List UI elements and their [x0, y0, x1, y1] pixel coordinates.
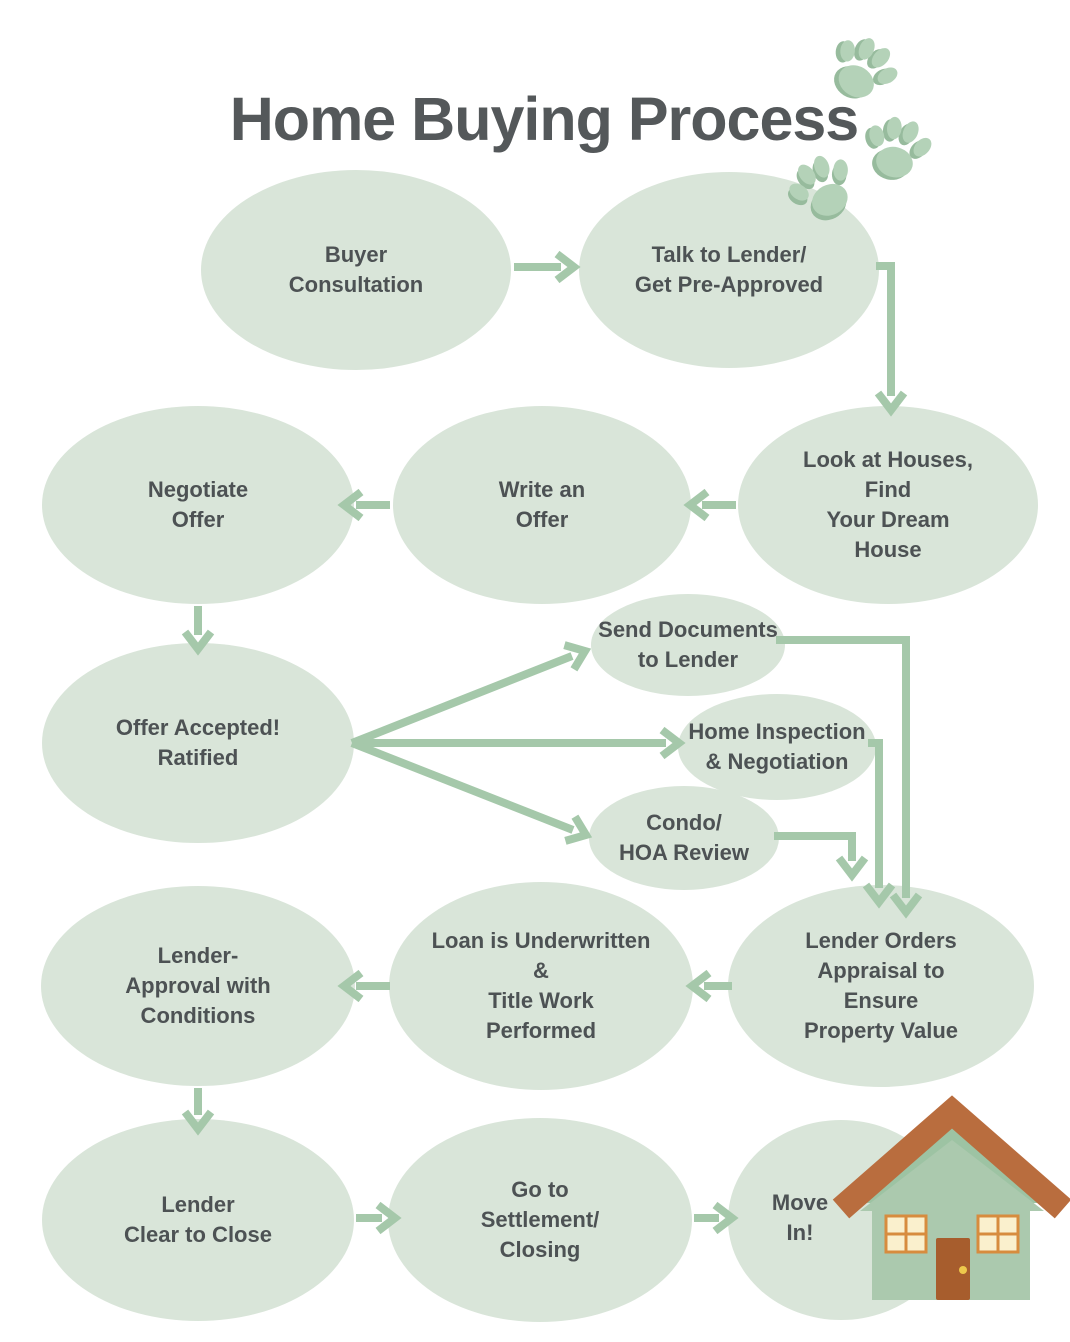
arrow-settlement-to-move-in — [694, 1205, 732, 1231]
arrow-buyer-to-lender — [514, 254, 574, 280]
connectors — [185, 254, 919, 1231]
arrow-write-to-negotiate — [344, 492, 390, 518]
arrow-underwritten-to-approval — [344, 973, 390, 999]
arrow-home-inspection-to-appraisal — [866, 739, 892, 902]
arrow-lender-to-houses — [876, 262, 904, 410]
node-label-negotiate-offer: Negotiate Offer — [147, 477, 249, 532]
house-doorknob — [959, 1266, 967, 1274]
node-label-lender-approval: Lender- Approval with Conditions — [125, 943, 271, 1028]
arrow-accepted-to-home-inspection — [352, 730, 679, 756]
arrow-send-documents-to-appraisal — [776, 636, 919, 912]
node-ellipse-send-documents — [591, 594, 785, 696]
house-gable — [860, 1140, 1044, 1211]
node-ellipse-negotiate-offer — [42, 406, 354, 604]
node-ellipse-lender-orders-appraisal — [728, 885, 1034, 1087]
node-label-send-documents: Send Documents to Lender — [598, 617, 778, 672]
page-title: Home Buying Process — [229, 85, 859, 153]
node-label-go-to-settlement: Go to Settlement/ Closing — [480, 1177, 600, 1262]
arrow-negotiate-to-accepted — [185, 606, 211, 649]
node-label-home-inspection: Home Inspection & Negotiation — [688, 719, 866, 774]
node-ellipse-buyer-consultation — [201, 170, 511, 370]
arrow-clear-to-settlement — [356, 1205, 395, 1231]
node-label-talk-to-lender: Talk to Lender/ Get Pre-Approved — [634, 242, 824, 297]
node-label-buyer-consultation: Buyer Consultation — [288, 242, 424, 297]
node-label-lender-clear-to-close: Lender Clear to Close — [124, 1192, 272, 1247]
house-icon — [832, 1095, 1070, 1300]
house-window-left — [884, 1214, 928, 1254]
node-label-condo-hoa-review: Condo/ HOA Review — [618, 810, 750, 865]
arrow-condo-review-to-appraisal — [774, 832, 865, 875]
node-ellipse-go-to-settlement — [388, 1118, 692, 1322]
node-ellipse-talk-to-lender — [579, 172, 879, 368]
node-ellipses — [41, 170, 1038, 1322]
arrow-appraisal-to-underwritten — [692, 973, 732, 999]
arrow-approval-to-clear-to-close — [185, 1088, 211, 1129]
node-label-loan-underwritten: Loan is Underwritten & Title Work Perfor… — [431, 928, 651, 1043]
node-ellipse-offer-accepted — [42, 643, 354, 843]
node-ellipse-condo-hoa-review — [589, 786, 779, 890]
house-roof — [832, 1095, 1070, 1219]
node-ellipse-lender-clear-to-close — [42, 1119, 354, 1321]
node-label-move-in: Move In! — [771, 1190, 829, 1245]
node-label-look-at-houses: Look at Houses, Find Your Dream House — [803, 447, 973, 562]
node-label-offer-accepted: Offer Accepted! Ratified — [115, 715, 281, 770]
node-label-lender-orders-appraisal: Lender Orders Appraisal to Ensure Proper… — [803, 928, 959, 1043]
arrow-houses-to-write-offer — [690, 492, 736, 518]
node-ellipse-look-at-houses — [738, 406, 1038, 604]
node-ellipse-loan-underwritten — [389, 882, 693, 1090]
arrow-accepted-to-send-documents — [350, 639, 590, 747]
arrow-accepted-to-condo-review — [350, 739, 591, 847]
node-ellipse-lender-approval — [41, 886, 355, 1086]
house-window-right — [976, 1214, 1020, 1254]
node-ellipse-home-inspection — [678, 694, 876, 800]
house-door — [936, 1238, 970, 1300]
node-label-write-an-offer: Write an Offer — [498, 477, 586, 532]
node-ellipse-write-an-offer — [393, 406, 691, 604]
